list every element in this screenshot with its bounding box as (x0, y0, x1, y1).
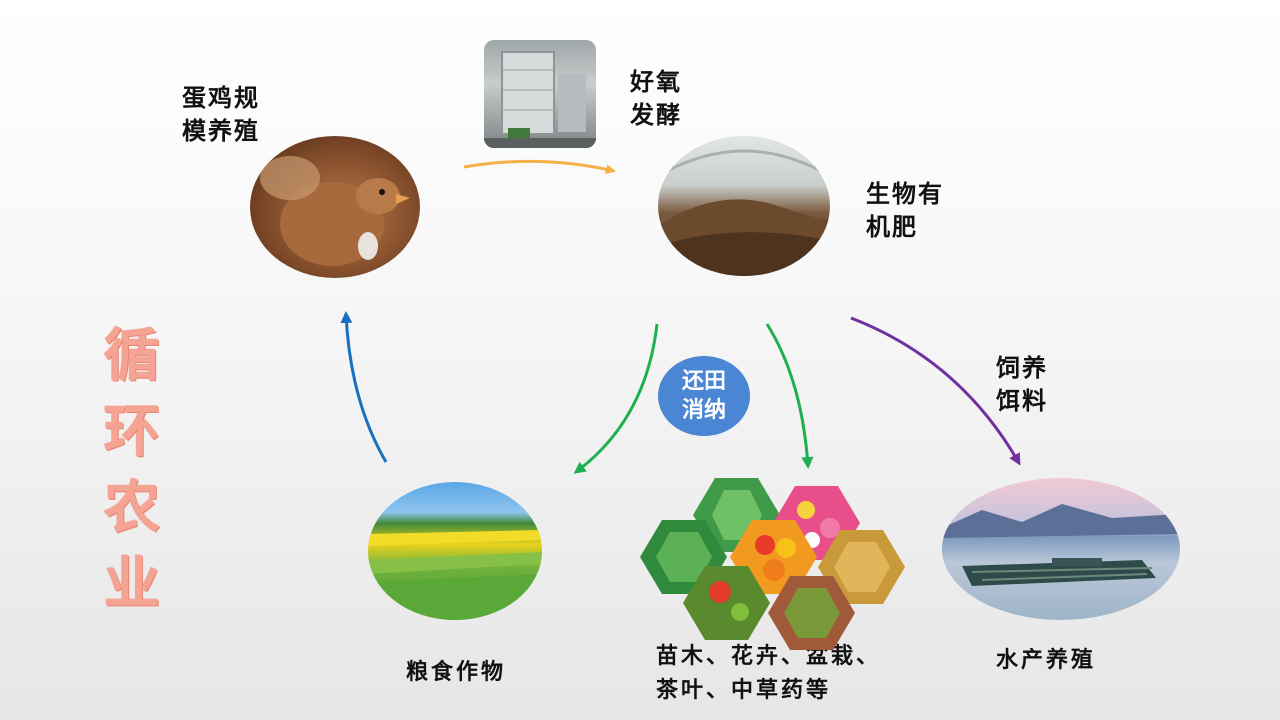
grain-field-photo (368, 482, 542, 620)
return-to-field-badge: 还田 消纳 (658, 356, 750, 436)
hex-tea-leaves (818, 530, 905, 604)
label-feed: 饲养 饵料 (996, 354, 1048, 415)
label-aquaculture: 水产养殖 (996, 648, 1097, 673)
label-chicken-farming: 蛋鸡规 模养殖 (182, 84, 260, 145)
label-grain-crops: 粮食作物 (406, 660, 507, 685)
label-horticulture: 苗木、花卉、盆栽、 茶叶、中草药等 (656, 644, 882, 703)
arrow-fertilizer-to-grain (573, 323, 659, 474)
hex-vegetables (683, 566, 770, 640)
hex-herbs (768, 576, 855, 650)
arrow-chicken-to-fertilizer (463, 159, 616, 175)
fermentation-tank-photo (484, 40, 596, 148)
arrow-grain-to-chicken (340, 311, 388, 463)
diagram-title: 循 环 农 业 (104, 323, 160, 617)
chicken-photo (250, 136, 420, 278)
arrow-fertilizer-to-horticulture (765, 323, 814, 469)
compost-photo (658, 136, 830, 276)
aquaculture-photo (942, 478, 1180, 620)
arrow-fertilizer-to-aquaculture (850, 316, 1021, 466)
label-aerobic-fermentation: 好氧 发酵 (630, 68, 682, 129)
label-organic-fertilizer: 生物有 机肥 (866, 180, 944, 241)
